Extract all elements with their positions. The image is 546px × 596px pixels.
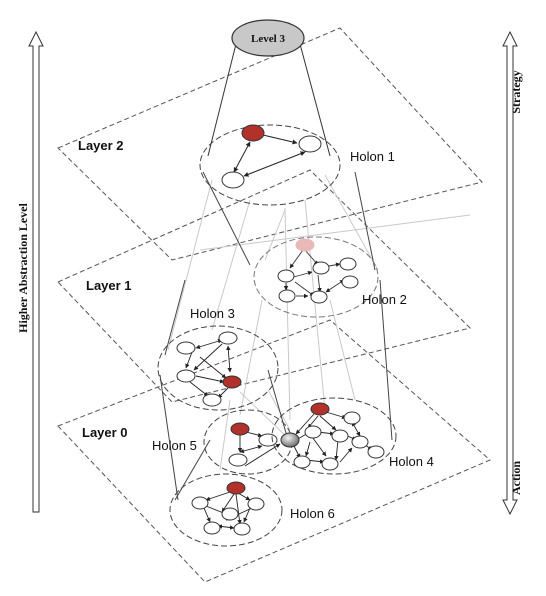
level3-cone: [207, 43, 331, 157]
holon-3: [157, 325, 279, 411]
layer-2-plane: [57, 27, 483, 261]
layer-1-label: Layer 1: [86, 278, 132, 293]
right-bottom-label: Action: [509, 461, 523, 495]
holon-cones: [159, 171, 393, 501]
right-top-label: Strategy: [509, 70, 523, 113]
holon-6-label: Holon 6: [290, 506, 335, 521]
holon-4: [271, 397, 397, 475]
holon-1-label: Holon 1: [350, 149, 395, 164]
layer-0-label: Layer 0: [82, 425, 128, 440]
holon-5: [203, 409, 293, 475]
layer-2-label: Layer 2: [78, 138, 124, 153]
holon-5-label: Holon 5: [152, 438, 197, 453]
inter-layer-links: [167, 174, 471, 471]
holon-3-label: Holon 3: [190, 306, 235, 321]
strategy-action-arrow: [502, 30, 518, 516]
holon-6: [169, 473, 283, 547]
holon-2-label: Holon 2: [362, 292, 407, 307]
abstraction-axis-arrow: [28, 30, 44, 513]
layer-0-plane: [57, 319, 491, 583]
layer-1-plane: [57, 169, 471, 403]
holon-4-label: Holon 4: [389, 454, 434, 469]
holon-1: [199, 124, 341, 206]
left-axis-label: Higher Abstraction Level: [16, 202, 30, 332]
level-3-node: Level 3: [231, 19, 305, 57]
holon-2: [253, 236, 379, 318]
svg-text:Level 3: Level 3: [251, 33, 285, 45]
